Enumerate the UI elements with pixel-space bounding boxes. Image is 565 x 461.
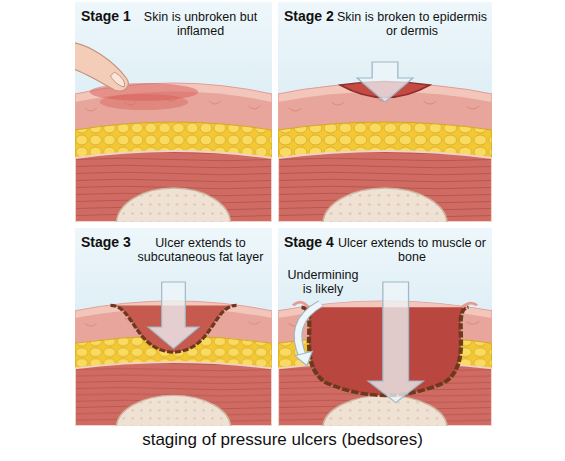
stage4-illustration <box>278 228 492 460</box>
fingernail <box>110 72 124 87</box>
stage-panel: Stage 3Ulcer extends to subcutaneous fat… <box>75 228 272 426</box>
stage-panel: Stage 2Skin is broken to epidermis or de… <box>278 2 492 222</box>
stage3-illustration <box>75 228 272 460</box>
annotation: Ulcer extends to subcutaneous fat layer <box>133 236 268 264</box>
stage-panel: Stage 4Ulcer extends to muscle or boneUn… <box>278 228 492 426</box>
tissue-layers <box>278 228 492 460</box>
annotation: Skin is unbroken but inflamed <box>133 10 268 38</box>
tissue-layers <box>278 2 492 260</box>
annotation: Skin is broken to epidermis or dermis <box>336 10 488 38</box>
caption: staging of pressure ulcers (bedsores) <box>0 430 565 450</box>
tissue-layers <box>75 2 272 260</box>
finger <box>70 42 128 91</box>
stage2-illustration <box>278 2 492 260</box>
stage-label: Stage 2 <box>284 8 334 24</box>
undermining-arrow-outline <box>298 304 321 359</box>
depth-arrow <box>368 282 424 403</box>
stage-panel: Stage 1Skin is unbroken but inflamed <box>75 2 272 222</box>
stage-label: Stage 1 <box>81 8 131 24</box>
stage-label: Stage 3 <box>81 234 131 250</box>
stage-label: Stage 4 <box>284 234 334 250</box>
tissue-layers <box>75 228 272 460</box>
side-note: Undermining is likely <box>282 268 364 296</box>
undermining-arrow <box>298 304 321 359</box>
stage1-illustration <box>70 2 272 260</box>
depth-arrow <box>357 62 413 102</box>
inflamed-dermis <box>100 94 189 110</box>
undermining-arrowhead <box>295 351 312 365</box>
depth-arrow <box>148 282 199 349</box>
annotation: Ulcer extends to muscle or bone <box>336 236 488 264</box>
